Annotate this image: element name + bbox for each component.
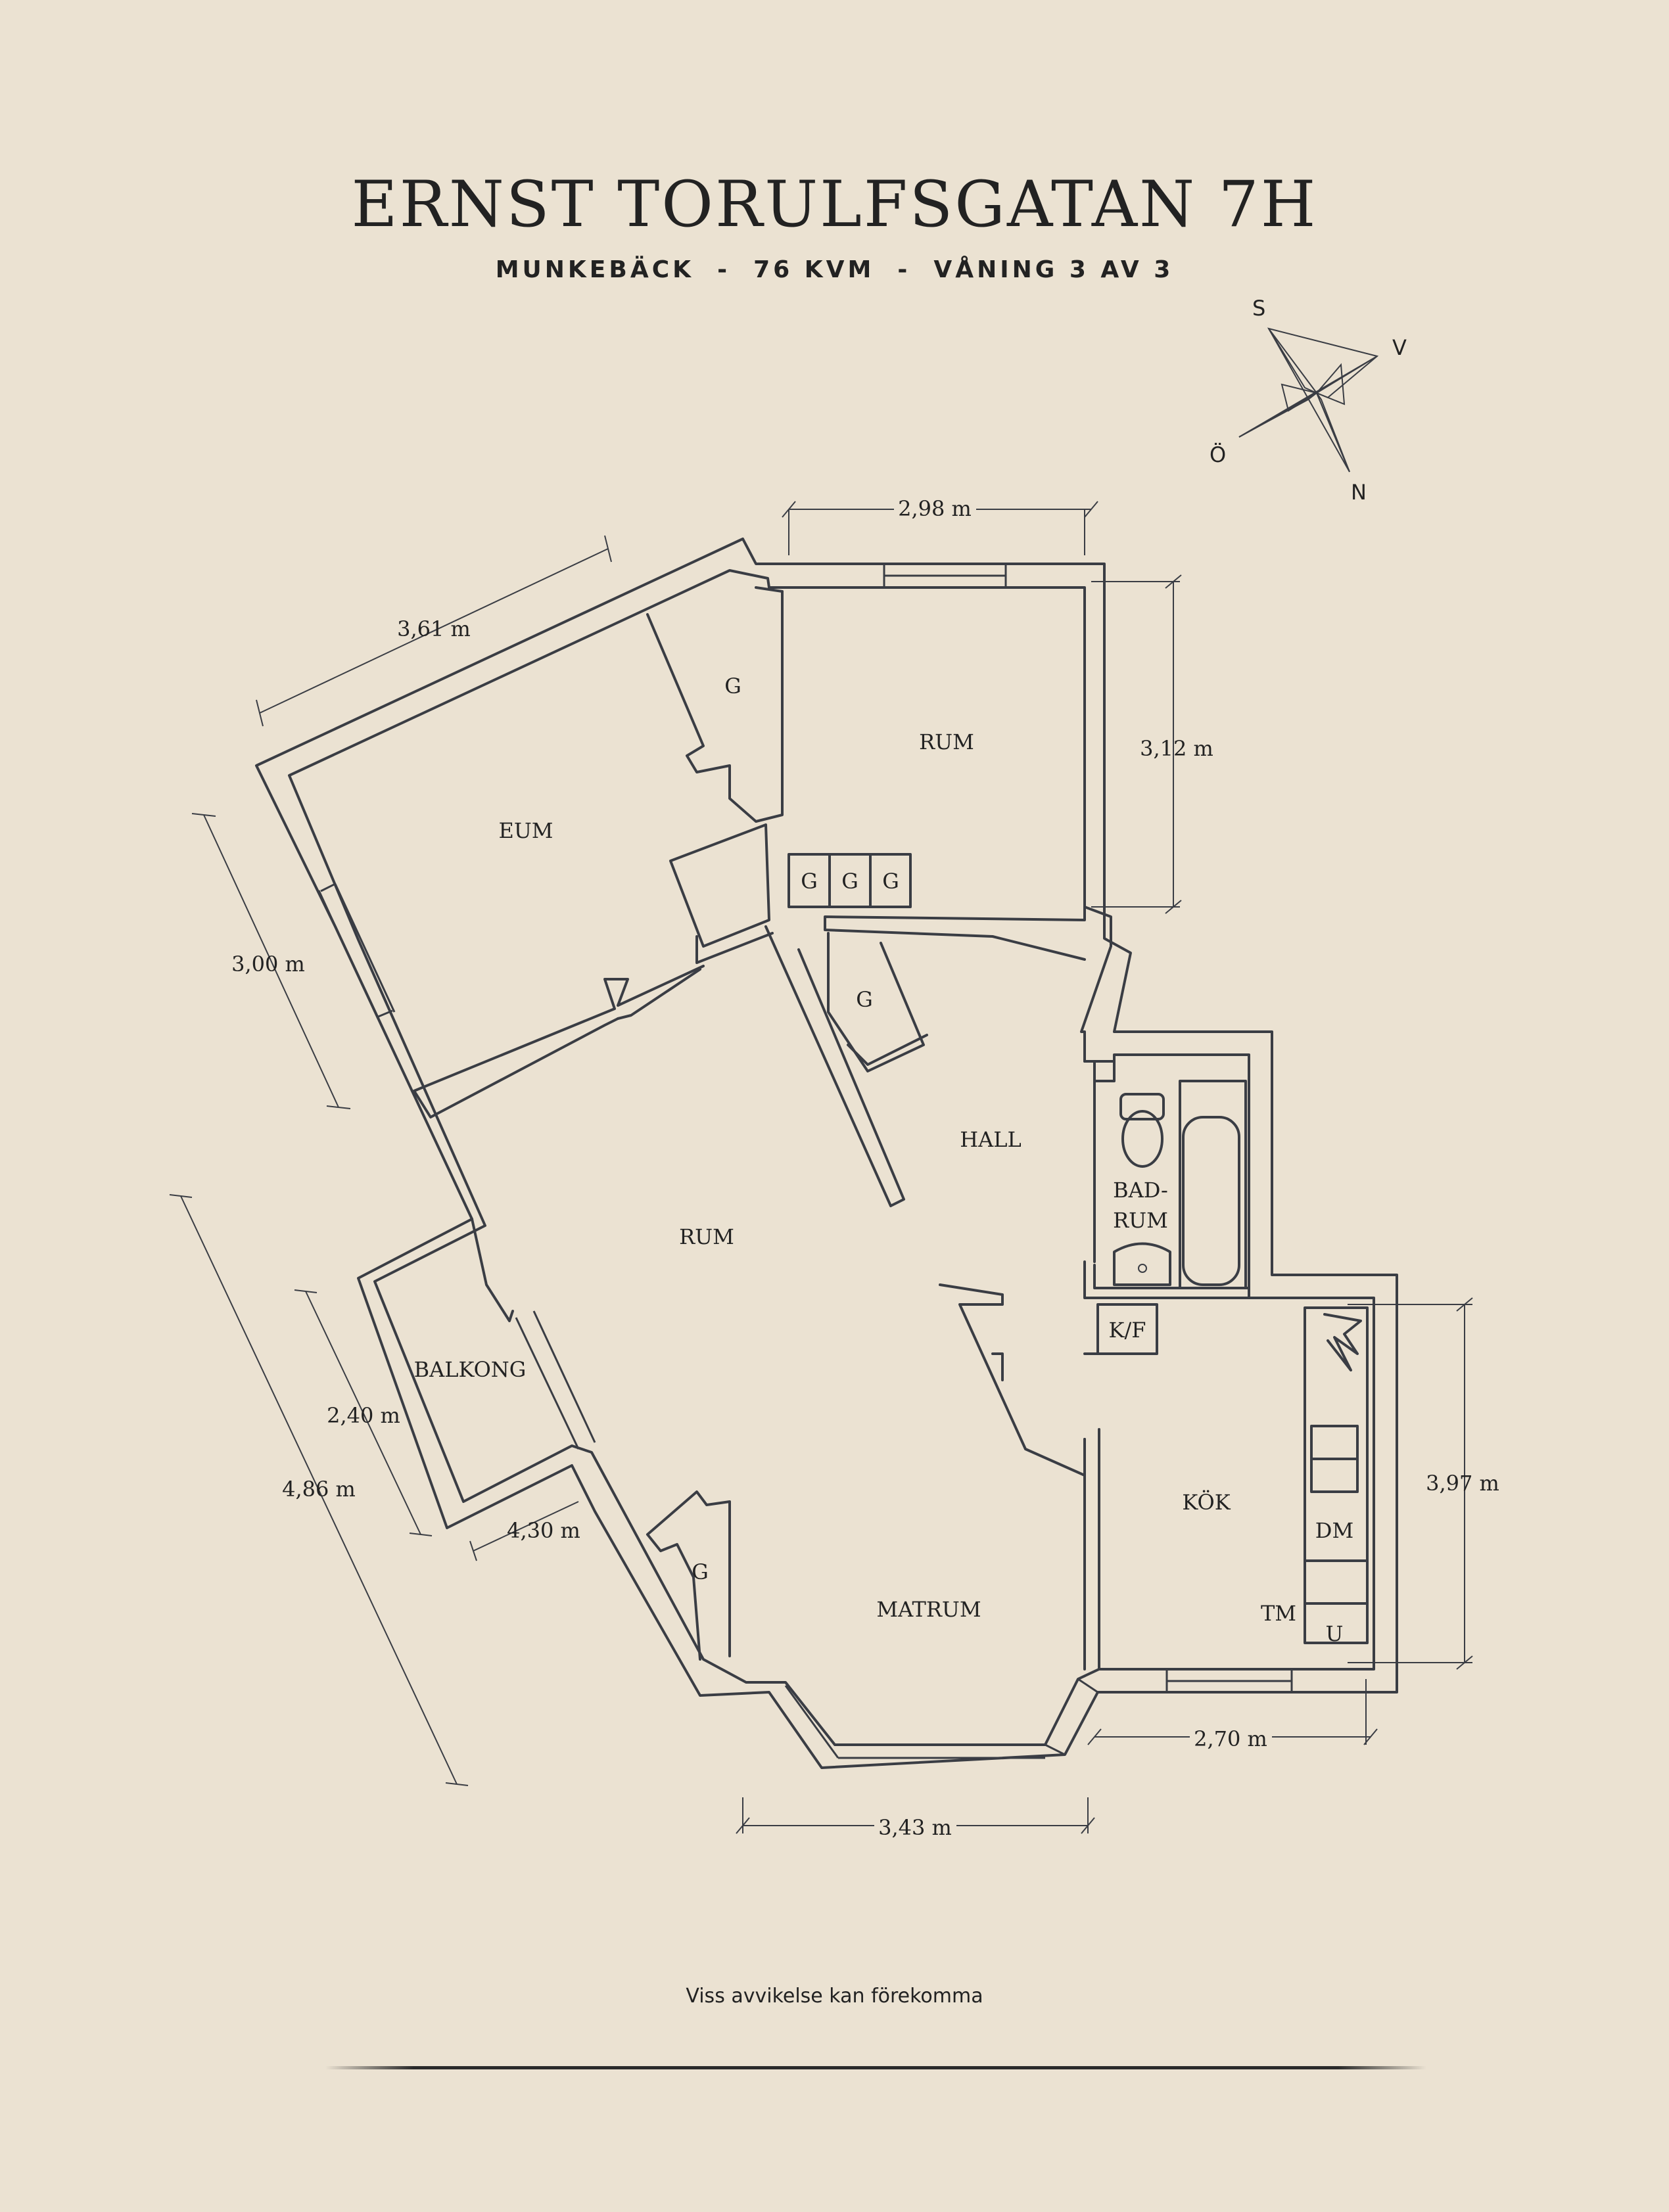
room-label-kok: KÖK [1182, 1490, 1231, 1515]
dimension-lines [169, 501, 1473, 1834]
room-label-balkong: BALKONG [414, 1357, 527, 1382]
dimension-label-397: 3,97 m [1426, 1471, 1499, 1496]
compass-south-label: S [1252, 296, 1265, 321]
dimension-label-240: 2,40 m [327, 1403, 400, 1428]
room-label-g1: G [801, 869, 818, 894]
room-label-hall: HALL [960, 1127, 1022, 1152]
disclaimer-text: Viss avvikelse kan förekomma [686, 1985, 983, 2008]
room-label-g-matrum: G [692, 1559, 709, 1584]
room-label-u: U [1326, 1621, 1344, 1646]
compass-east-label: Ö [1210, 442, 1226, 467]
compass-west-label: V [1392, 335, 1407, 360]
room-label-tm: TM [1261, 1601, 1296, 1626]
room-label-rum-top: RUM [919, 729, 974, 754]
room-label-g-hall: G [856, 987, 873, 1012]
dimension-label-430: 4,30 m [507, 1518, 580, 1543]
room-label-kf: K/F [1109, 1318, 1146, 1343]
walls [255, 538, 1398, 1769]
compass-icon [1238, 327, 1379, 472]
page-title: ERNST TORULFSGATAN 7H [351, 168, 1318, 241]
dimension-label-361: 3,61 m [397, 616, 471, 641]
room-label-g3: G [882, 869, 899, 894]
dimension-label-312: 3,12 m [1140, 736, 1213, 761]
room-label-g-top: G [724, 674, 741, 699]
room-label-matrum: MATRUM [876, 1597, 981, 1622]
dimension-label-270: 2,70 m [1194, 1726, 1267, 1751]
dimension-label-486: 4,86 m [282, 1477, 356, 1502]
compass-north-label: N [1351, 480, 1367, 505]
dimension-label-300: 3,00 m [231, 952, 305, 977]
room-label-dm: DM [1315, 1518, 1353, 1543]
room-label-eum: EUM [498, 818, 553, 843]
dimension-label-298: 2,98 m [898, 496, 972, 521]
room-label-badrum-2: RUM [1113, 1208, 1168, 1233]
room-label-g2: G [841, 869, 858, 894]
bottom-divider [325, 2066, 1426, 2069]
room-label-rum-main: RUM [679, 1224, 734, 1249]
dimension-label-343: 3,43 m [878, 1815, 952, 1840]
page-subtitle: MUNKEBÄCK - 76 KVM - VÅNING 3 AV 3 [495, 256, 1174, 283]
room-label-badrum-1: BAD- [1113, 1178, 1168, 1203]
